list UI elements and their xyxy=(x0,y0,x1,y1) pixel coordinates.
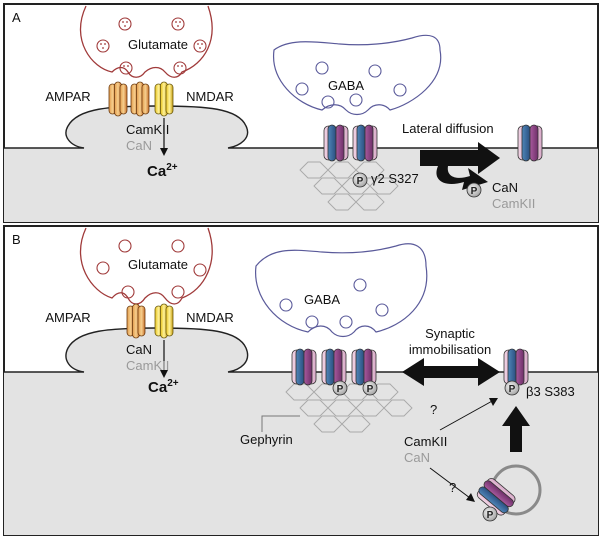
panel-b: B Glutamate AMPAR NMDAR CaN CamKII Ca2+ xyxy=(3,225,599,536)
gaba-label: GABA xyxy=(328,78,364,93)
panel-a-letter: A xyxy=(12,10,21,25)
ampar-label-b: AMPAR xyxy=(45,310,90,325)
gephyrin-scaffold-b xyxy=(285,383,413,433)
glutamate-vesicles xyxy=(96,17,207,75)
free-phosphate: P xyxy=(466,182,482,198)
question-mark-upper: ? xyxy=(430,402,437,417)
ampar-label: AMPAR xyxy=(45,89,90,104)
gamma2-site-label: γ2 S327 xyxy=(371,171,419,186)
svg-text:P: P xyxy=(471,186,478,197)
camkii-lower-label: CamKII xyxy=(404,434,447,449)
gephyrin-scaffold xyxy=(299,161,399,211)
gabaa-receptor-extrasynaptic-b xyxy=(503,348,529,386)
panel-b-letter: B xyxy=(12,232,21,247)
synaptic-label-line1: Synaptic xyxy=(425,326,475,341)
gabaa-receptors-synaptic-b xyxy=(291,348,377,386)
nmdar-label: NMDAR xyxy=(186,89,234,104)
glutamate-label-b: Glutamate xyxy=(128,257,188,272)
svg-text:P: P xyxy=(509,384,516,395)
gephyrin-label: Gephyrin xyxy=(240,432,293,447)
camkii-right-label: CamKII xyxy=(492,196,535,211)
question-mark-lower: ? xyxy=(449,480,456,495)
gaba-terminal xyxy=(273,34,442,116)
phospho-internalised: P xyxy=(482,506,498,522)
gabaa-receptor-extrasynaptic xyxy=(517,124,543,162)
panel-a: A Glutamate AMPAR NMDAR xyxy=(3,3,599,223)
calcium-label: Ca2+ xyxy=(147,162,178,180)
camkii-label-b: CamKII xyxy=(126,358,169,373)
can-label: CaN xyxy=(126,138,152,153)
phospho-beta3-extrasynaptic: P xyxy=(504,380,520,396)
gaba-terminal-b xyxy=(255,243,428,338)
nmdar-label-b: NMDAR xyxy=(186,310,234,325)
kinase-arrow-lower xyxy=(429,467,471,499)
svg-text:P: P xyxy=(337,384,344,395)
glutamate-terminal xyxy=(79,5,213,78)
gephyrin-leader-line xyxy=(261,415,300,432)
svg-text:P: P xyxy=(367,384,374,395)
can-label-b: CaN xyxy=(126,342,152,357)
synaptic-immobilisation-arrow xyxy=(402,358,500,386)
camkii-label: CamKII xyxy=(126,122,169,137)
svg-text:P: P xyxy=(487,510,494,521)
calcium-label-b: Ca2+ xyxy=(148,378,179,396)
insertion-arrow xyxy=(502,406,530,452)
gaba-vesicles xyxy=(295,61,407,109)
phospho-gamma2: P xyxy=(352,172,368,188)
phospho-beta3-synaptic: P P xyxy=(332,380,378,396)
beta3-site-label: β3 S383 xyxy=(526,384,575,399)
synaptic-label-line2: immobilisation xyxy=(409,342,491,357)
nmdar-receptor xyxy=(154,81,174,117)
glutamate-label: Glutamate xyxy=(128,37,188,52)
glutamate-terminal-b xyxy=(79,227,213,305)
can-right-label: CaN xyxy=(492,180,518,195)
kinase-arrow-upper xyxy=(439,399,495,431)
can-lower-label: CaN xyxy=(404,450,430,465)
ampar-receptor-b xyxy=(126,303,146,339)
nmdar-receptor-b xyxy=(154,303,174,339)
lateral-diffusion-label: Lateral diffusion xyxy=(402,121,494,136)
svg-text:P: P xyxy=(357,176,364,187)
gaba-label-b: GABA xyxy=(304,292,340,307)
